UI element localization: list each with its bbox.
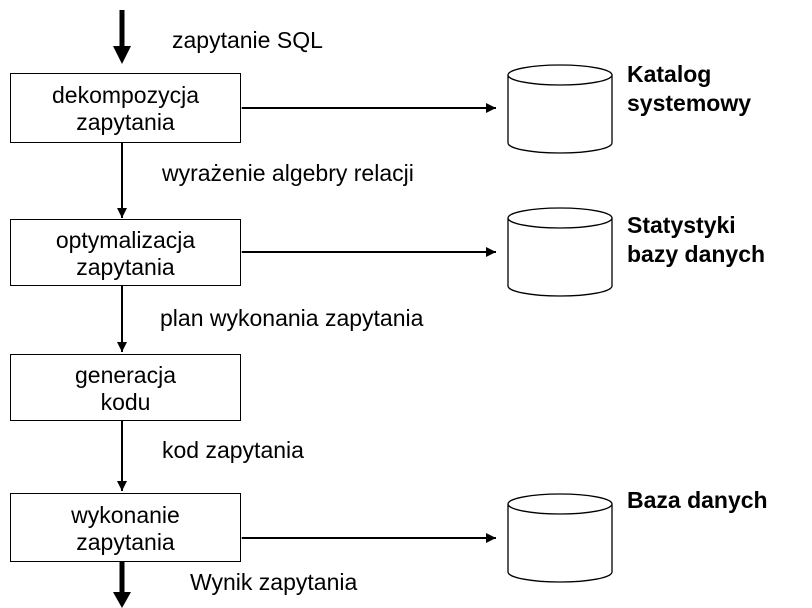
step-code-generation: generacja kodu — [10, 354, 241, 421]
store-label-catalog-line2: systemowy — [627, 90, 752, 116]
store-label-catalog: Katalog systemowy — [627, 60, 751, 118]
store-label-database: Baza danych — [627, 486, 768, 515]
flow-label-after-optimization: plan wykonania zapytania — [160, 305, 424, 331]
step-code-generation-line2: kodu — [100, 388, 151, 415]
store-label-catalog-line1: Katalog — [627, 61, 712, 87]
database-cylinder-statistics — [507, 207, 613, 297]
step-execution-line2: zapytania — [76, 528, 175, 555]
flow-label-input: zapytanie SQL — [172, 27, 323, 53]
database-cylinder-catalog — [507, 64, 613, 154]
step-execution: wykonanie zapytania — [10, 493, 241, 562]
step-execution-line1: wykonanie — [71, 501, 180, 528]
step-decomposition-line2: zapytania — [76, 109, 175, 135]
store-label-statistics-line2: bazy danych — [627, 241, 766, 267]
store-label-statistics-line1: Statystyki — [627, 212, 736, 238]
store-label-statistics: Statystyki bazy danych — [627, 211, 765, 269]
step-decomposition: dekompozycja zapytania — [10, 73, 241, 143]
step-code-generation-line1: generacja — [74, 361, 177, 388]
step-optimization: optymalizacja zapytania — [10, 219, 241, 286]
flow-label-output: Wynik zapytania — [190, 569, 358, 595]
step-optimization-line2: zapytania — [76, 253, 175, 280]
flow-label-after-decomposition: wyrażenie algebry relacji — [162, 160, 414, 186]
output-arrow — [113, 562, 131, 608]
step-optimization-line1: optymalizacja — [55, 226, 196, 253]
step-decomposition-line1: dekompozycja — [51, 82, 200, 108]
database-cylinder-data — [507, 493, 613, 583]
store-label-database-line1: Baza danych — [627, 487, 768, 513]
flow-label-after-codegen: kod zapytania — [162, 437, 304, 463]
input-arrow — [113, 10, 131, 64]
